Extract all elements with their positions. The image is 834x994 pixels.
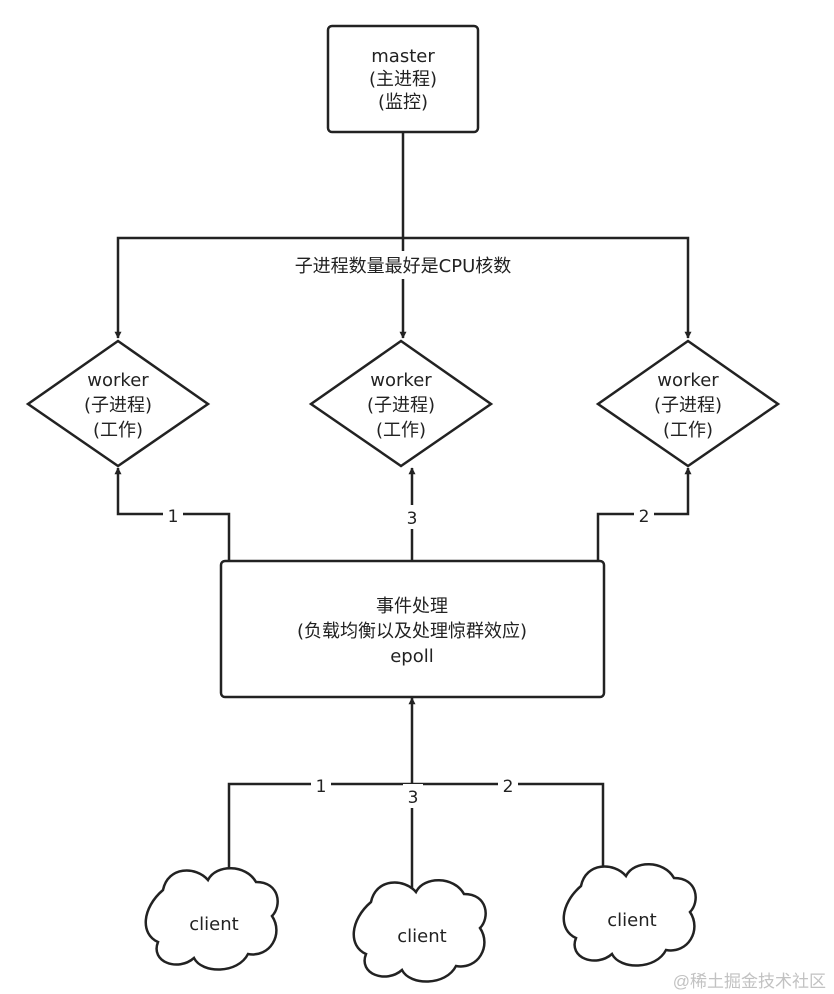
worker-right-label-3: (工作) [663,420,713,441]
client-node-left: client [144,867,279,971]
event-node: 事件处理 (负载均衡以及处理惊群效应) epoll [219,559,606,699]
client-mid-label: client [397,926,446,947]
worker-mid-label-3: (工作) [376,420,426,441]
edge-label-client-right: 2 [503,777,514,797]
event-label-1: 事件处理 [376,596,448,617]
label-bg-client-mid [403,784,423,808]
worker-mid-label-1: worker [370,370,432,391]
split-label-bg [278,251,528,279]
worker-mid-label-2: (子进程) [367,395,435,416]
edge-master-to-worker-left [114,236,403,339]
label-bg-client-right [498,773,518,797]
client-right-label: client [607,910,656,931]
client-mid-cloud [352,879,487,983]
master-label-1: master [371,46,435,67]
edge-label-worker-mid: 3 [407,509,418,529]
worker-mid-diamond [308,339,494,468]
worker-node-mid: worker (子进程) (工作) [308,339,494,468]
client-left-cloud [144,867,279,971]
worker-right-label-2: (子进程) [654,395,722,416]
worker-node-right: worker (子进程) (工作) [595,339,781,468]
event-label-3: epoll [390,646,434,667]
edge-label-worker-left: 1 [168,507,179,527]
worker-right-label-1: worker [657,370,719,391]
label-bg-worker-right [634,503,654,527]
label-bg-client-left [311,773,331,797]
edge-label-client-left: 1 [316,777,327,797]
watermark: @稀土掘金技术社区 [672,972,826,991]
worker-left-label-2: (子进程) [84,395,152,416]
event-box [219,559,606,699]
client-left-label: client [189,914,238,935]
label-bg-worker-mid [402,505,422,529]
worker-left-label-3: (工作) [93,420,143,441]
worker-node-left: worker (子进程) (工作) [25,339,211,468]
edge-master-to-worker-right [403,236,692,339]
edge-label-worker-right: 2 [639,507,650,527]
edge-client-right [412,782,605,872]
worker-left-label-1: worker [87,370,149,391]
client-node-mid: client [352,879,487,983]
client-right-cloud [562,863,697,967]
worker-right-diamond [595,339,781,468]
split-label: 子进程数量最好是CPU核数 [295,256,512,277]
edge-label-client-mid: 3 [408,788,419,808]
worker-left-diamond [25,339,211,468]
master-to-workers-edges [114,132,692,339]
master-box [326,24,480,134]
master-node: master (主进程) (监控) [326,24,480,134]
label-bg-worker-left [163,503,183,527]
master-label-3: (监控) [378,92,428,113]
client-node-right: client [562,863,697,967]
edge-client-left [227,782,412,872]
event-label-2: (负载均衡以及处理惊群效应) [297,621,527,642]
master-label-2: (主进程) [369,69,437,90]
